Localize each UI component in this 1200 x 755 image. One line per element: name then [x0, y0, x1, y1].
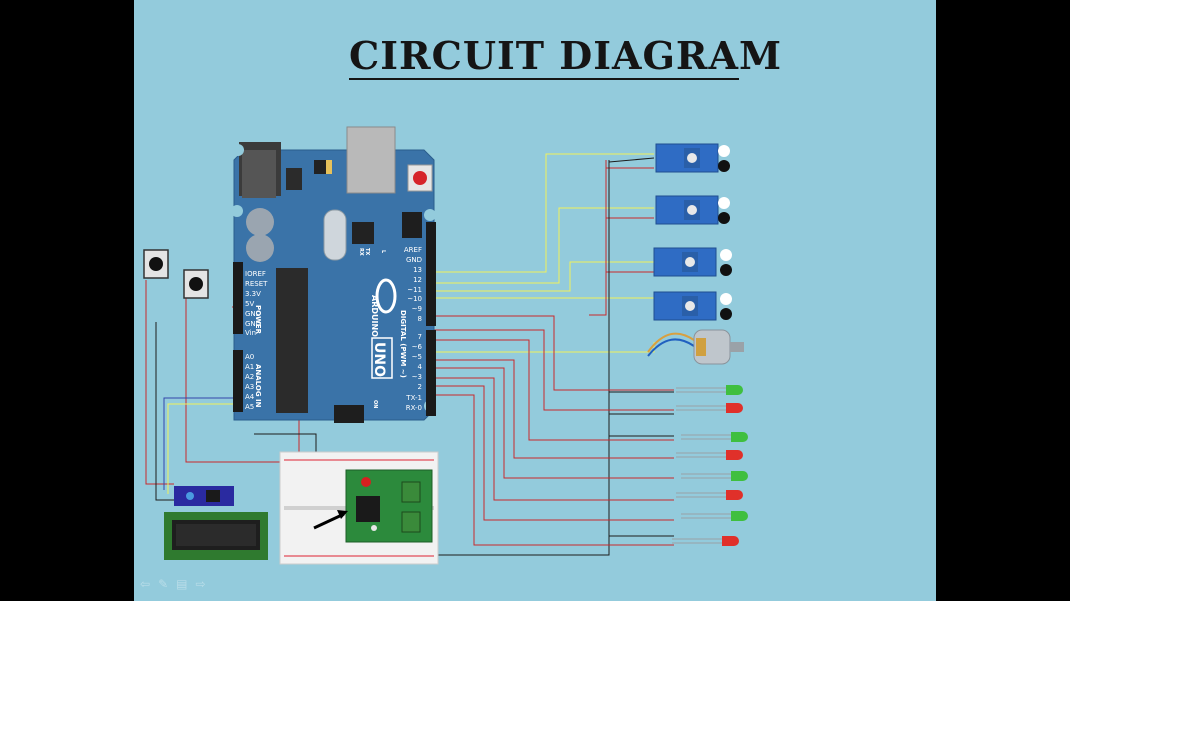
led-red: [676, 490, 743, 500]
digital-header-top: [426, 222, 436, 326]
led-green: [681, 471, 748, 481]
wire-led7: [434, 385, 674, 521]
pin-label: TX-1: [405, 394, 422, 402]
led-red: [676, 450, 743, 460]
wire-lcd-a4: [163, 397, 234, 490]
pin-label: Vin: [245, 329, 256, 337]
wire-lcd-gnd: [155, 322, 174, 501]
pin-label: 4: [418, 363, 423, 371]
pin-label: 3.3V: [245, 290, 261, 298]
motor-driver-module: [345, 469, 433, 543]
wire-ir1-gnd: [608, 157, 655, 163]
pin-label: 13: [413, 266, 422, 274]
ir-sensor-4: [653, 291, 732, 321]
pin-label: ~11: [407, 286, 422, 294]
pin-label: A4: [245, 393, 255, 401]
page-title: CIRCUIT DIAGRAM: [349, 33, 783, 78]
power-header: [233, 262, 243, 334]
analog-pin-labels: A0 A1 A2 A3 A4 A5: [245, 353, 255, 411]
pin-label: ~3: [412, 373, 422, 381]
pin-label: IOREF: [245, 270, 266, 278]
slide: CIRCUIT DIAGRAM: [134, 0, 936, 601]
pin-label: GND: [245, 310, 261, 318]
digital-pin-labels: AREF GND 13 12 ~11 ~10 ~9 8 7 ~6 ~5 4 ~3…: [404, 246, 423, 412]
wire-led4: [434, 359, 674, 459]
tx-label: TX: [364, 248, 370, 255]
analog-header: [233, 350, 243, 412]
dc-motor: [647, 329, 744, 365]
wire-lcd-a5: [167, 403, 234, 494]
led-group: [672, 385, 748, 546]
pin-label: AREF: [404, 246, 422, 254]
lcd-display: [164, 512, 268, 560]
title-underline: [349, 78, 739, 80]
forward-icon[interactable]: ⇨: [195, 577, 206, 591]
back-arrow-icon[interactable]: ⇦: [140, 577, 151, 591]
pin-label: ~6: [412, 343, 423, 351]
led-green: [681, 511, 748, 521]
pin-label: GND: [245, 320, 261, 328]
rx-label: RX: [358, 248, 364, 256]
on-label: ON: [372, 400, 378, 408]
pin-label: GND: [406, 256, 422, 264]
pin-label: ~9: [412, 305, 422, 313]
push-button-2: [183, 269, 209, 299]
wire-button-a: [145, 280, 174, 485]
wire-ir3-signal: [434, 261, 654, 292]
power-header-label: POWER: [254, 305, 262, 335]
wire-led5: [434, 367, 674, 479]
wire-ir-vcc: [589, 160, 607, 316]
digital-header-label: DIGITAL (PWM ~): [399, 310, 407, 378]
led-green: [676, 385, 743, 395]
led-green: [681, 432, 748, 442]
i2c-adapter: [174, 486, 234, 506]
pin-label: A5: [245, 403, 254, 411]
arduino-model-text: UNO: [371, 342, 387, 377]
presentation-toolbar[interactable]: ⇦ ✎ ▤ ⇨: [140, 577, 206, 591]
ir-sensor-1: [655, 143, 730, 173]
pin-label: A1: [245, 363, 254, 371]
atmega-chip: [276, 268, 308, 413]
push-button-1: [143, 249, 169, 279]
led-red: [676, 403, 743, 413]
power-pin-labels: IOREF RESET 3.3V 5V GND GND Vin: [245, 270, 268, 337]
led-red: [672, 536, 739, 546]
pin-label: 12: [413, 276, 422, 284]
pin-label: A0: [245, 353, 254, 361]
pin-label: RX-0: [406, 404, 422, 412]
circuit-diagram: ARDUINO UNO POWER ANALOG IN DIGITAL (PWM…: [143, 126, 748, 565]
crystal: [323, 209, 347, 261]
wire-ir1-signal: [434, 153, 654, 273]
arduino-uno-board: ARDUINO UNO POWER ANALOG IN DIGITAL (PWM…: [231, 126, 436, 423]
digital-header-bottom: [426, 330, 436, 416]
wire-led1: [434, 315, 674, 391]
pin-label: 5V: [245, 300, 254, 308]
pin-label: ~10: [407, 295, 422, 303]
pin-label: 7: [418, 333, 422, 341]
pin-label: A3: [245, 383, 254, 391]
wire-led8: [434, 394, 674, 546]
usb-port: [346, 126, 396, 194]
wire-led2: [434, 329, 674, 411]
ir-sensor-3: [653, 247, 732, 277]
ir-sensor-2: [655, 195, 730, 225]
wire-led6: [434, 377, 674, 501]
pin-label: 2: [418, 383, 422, 391]
pin-label: A2: [245, 373, 254, 381]
analog-header-label: ANALOG IN: [254, 364, 262, 408]
pin-label: RESET: [245, 280, 268, 288]
slides-icon[interactable]: ▤: [176, 577, 188, 591]
pin-label: ~5: [412, 353, 422, 361]
pin-label: 8: [418, 315, 422, 323]
arduino-logo-text: ARDUINO: [370, 295, 379, 337]
l-label: L: [380, 250, 386, 254]
pen-icon[interactable]: ✎: [158, 577, 169, 591]
wire-led3: [434, 339, 674, 441]
arduino-logo: ARDUINO UNO: [370, 278, 397, 379]
arrow-to-driver: [313, 510, 348, 530]
